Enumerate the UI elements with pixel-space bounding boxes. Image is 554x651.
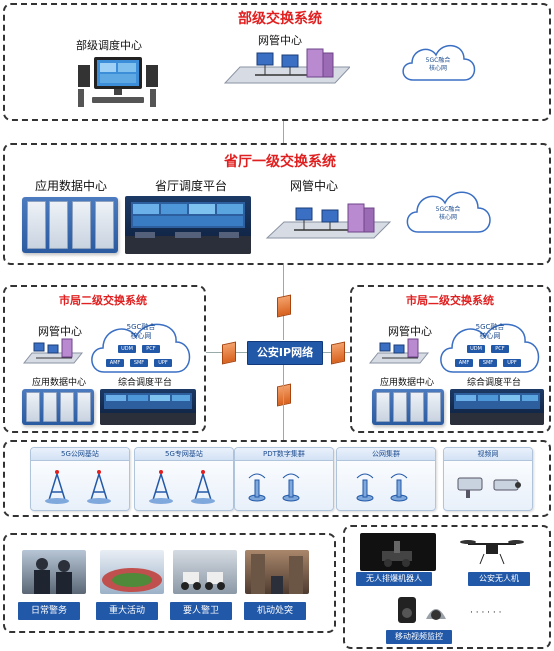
access-label: PDT数字集群 (235, 448, 333, 461)
province-exchange-box (3, 143, 551, 265)
city-right-data-servers (372, 389, 444, 425)
ministry-netmgmt-label: 网管中心 (258, 34, 302, 47)
city-right-cloud-text-2: 核心网 (479, 332, 501, 340)
device-more-ellipsis: · · · · · · (470, 608, 502, 618)
access-5g-public-base-station: 5G公网基站 (30, 447, 130, 511)
scenario-label-major-event: 重大活动 (96, 602, 158, 620)
province-network-diagram-icon (262, 196, 392, 254)
city-left-network-icon (22, 335, 84, 371)
scenario-label-daily-policing: 日常警务 (18, 602, 80, 620)
firewall-left-icon (222, 341, 236, 365)
ministry-5gc-cloud: 5GC融合 核心网 (398, 35, 478, 90)
city-right-amf-module: AMF (455, 359, 473, 367)
city-right-smf-module: SMF (479, 359, 497, 367)
city-left-smf-module: SMF (130, 359, 148, 367)
scenario-photo-daily-policing (22, 550, 86, 594)
city-right-network-icon (368, 335, 430, 371)
city-left-dispatch-screen (100, 389, 196, 425)
firewall-bottom-icon (277, 383, 291, 407)
ministry-title: 部级交换系统 (238, 11, 322, 27)
province-data-servers (22, 197, 118, 253)
access-public-trunking: 公网集群 (336, 447, 436, 511)
city-left-cloud-text-1: 5GC融合 (126, 323, 156, 331)
firewall-right-icon (331, 341, 345, 365)
access-5g-private-base-station: 5G专网基站 (134, 447, 234, 511)
city-right-title: 市局二级交换系统 (406, 294, 494, 307)
base-station-icon (149, 470, 215, 504)
city-right-exchange-box (350, 285, 551, 433)
video-camera-icon (388, 591, 458, 631)
city-left-title: 市局二级交换系统 (59, 294, 147, 307)
trunking-station-icon (248, 473, 300, 502)
scenario-box (3, 533, 336, 633)
access-label: 5G公网基站 (31, 448, 129, 461)
device-label-robot: 无人排爆机器人 (356, 572, 432, 586)
base-station-icon (45, 470, 111, 504)
scenario-photo-emergency-response (245, 550, 309, 594)
access-label: 5G专网基站 (135, 448, 233, 461)
city-right-pcf-module: PCF (491, 345, 509, 353)
access-label: 公网集群 (337, 448, 435, 461)
city-right-5gc-cloud: 5GC融合 核心网 UDM PCF AMF SMF UPF (435, 312, 545, 380)
city-right-upf-module: UPF (503, 359, 521, 367)
city-right-udm-module: UDM (467, 345, 485, 353)
ministry-network-diagram-icon (215, 45, 352, 100)
city-right-appdata-label: 应用数据中心 (380, 378, 435, 388)
city-right-dispatch-screen (450, 389, 544, 425)
scenario-photo-major-event (100, 550, 164, 594)
scenario-label-emergency-response: 机动处突 (244, 602, 306, 620)
province-appdata-label: 应用数据中心 (35, 179, 108, 193)
city-right-netmgmt-label: 网管中心 (388, 325, 432, 338)
robot-icon (360, 533, 436, 571)
city-left-exchange-box (3, 285, 206, 433)
city-left-5gc-cloud: 5GC融合 核心网 UDM PCF AMF SMF UPF (86, 312, 196, 380)
scenario-photo-vip-escort (173, 550, 237, 594)
city-right-cloud-text-1: 5GC融合 (475, 323, 505, 331)
trunking-station-icon (356, 473, 408, 502)
drone-icon (460, 536, 524, 566)
city-left-udm-module: UDM (118, 345, 136, 353)
ministry-cloud-text-2: 核心网 (428, 65, 447, 72)
access-label: 视频网 (444, 448, 532, 461)
city-left-data-servers (22, 389, 94, 425)
province-dispatch-label: 省厅调度平台 (155, 179, 228, 193)
scenario-label-vip-escort: 要人警卫 (170, 602, 232, 620)
police-ip-network-node: 公安IP网络 (247, 341, 323, 365)
ministry-cloud-text-1: 5GC融合 (425, 57, 451, 64)
access-pdt-digital-trunking: PDT数字集群 (234, 447, 334, 511)
device-label-video: 移动视频监控 (386, 630, 452, 644)
access-video-network: 视频网 (443, 447, 533, 511)
firewall-top-icon (277, 294, 291, 318)
city-left-upf-module: UPF (154, 359, 172, 367)
connector-line (283, 365, 284, 440)
city-left-pcf-module: PCF (142, 345, 160, 353)
province-dispatch-screen (125, 196, 251, 254)
city-left-amf-module: AMF (106, 359, 124, 367)
province-5gc-cloud: 5GC融合 核心网 (402, 180, 494, 242)
city-right-dispatch-label: 综合调度平台 (467, 378, 522, 388)
province-netmgmt-label: 网管中心 (290, 179, 339, 193)
access-network-box (3, 440, 551, 517)
connector-line (283, 121, 284, 143)
dispatch-workstation-icon (78, 55, 158, 110)
ministry-exchange-box (3, 3, 551, 121)
province-cloud-text-1: 5GC融合 (435, 206, 461, 213)
province-title: 省厅一级交换系统 (224, 154, 336, 170)
ministry-dispatch-label: 部级调度中心 (76, 39, 142, 52)
city-left-appdata-label: 应用数据中心 (32, 378, 87, 388)
city-left-dispatch-label: 综合调度平台 (118, 378, 173, 388)
device-label-drone: 公安无人机 (468, 572, 530, 586)
province-cloud-text-2: 核心网 (438, 214, 457, 221)
city-left-netmgmt-label: 网管中心 (38, 325, 82, 338)
city-left-cloud-text-2: 核心网 (130, 332, 152, 340)
device-box (343, 525, 551, 649)
camera-icon (457, 477, 521, 498)
